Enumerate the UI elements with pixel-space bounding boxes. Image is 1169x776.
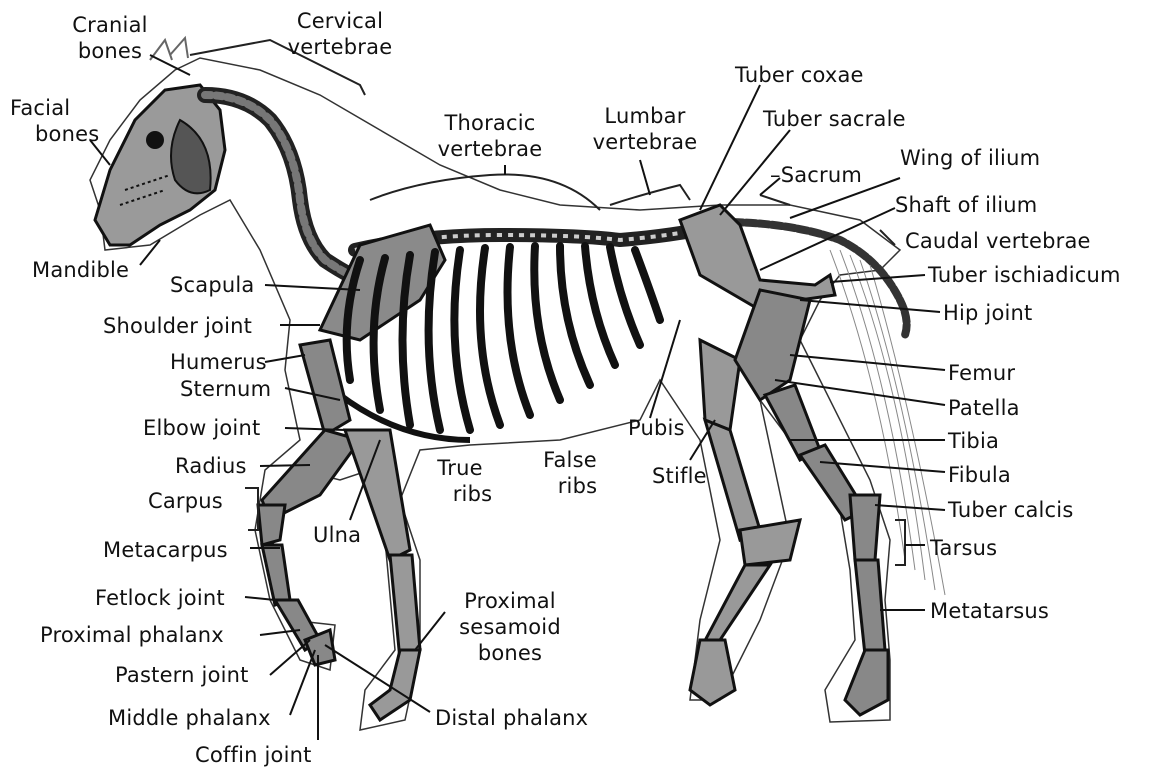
label-fibula: Fibula: [948, 462, 1011, 488]
label-line: Cranial: [50, 12, 170, 38]
label-pastern-joint: Pastern joint: [115, 662, 249, 688]
label-wing-of-ilium: Wing of ilium: [900, 145, 1040, 171]
label-sacrum-text: Sacrum: [781, 163, 862, 187]
label-coffin-joint: Coffin joint: [195, 742, 312, 768]
cervical-vertebrae: [205, 95, 350, 275]
label-humerus: Humerus: [170, 349, 267, 375]
hindleg-near: [735, 290, 888, 715]
label-distal-phalanx: Distal phalanx: [435, 705, 588, 731]
label-cervical-vertebrae: Cervical vertebrae: [270, 8, 410, 60]
foreleg-far: [345, 430, 420, 720]
label-stifle: Stifle: [652, 463, 707, 489]
label-cranial-bones: Cranial bones: [50, 12, 170, 64]
label-patella: Patella: [948, 395, 1020, 421]
label-shaft-of-ilium: Shaft of ilium: [895, 192, 1037, 218]
label-line: bones: [440, 640, 580, 666]
label-facial-bones: Facial bones: [10, 95, 99, 147]
label-pubis: Pubis: [628, 415, 685, 441]
label-fetlock-joint: Fetlock joint: [95, 585, 225, 611]
tail-hair: [830, 250, 945, 595]
label-line: ribs: [425, 481, 495, 507]
label-sternum: Sternum: [180, 376, 271, 402]
label-line: bones: [50, 38, 170, 64]
label-tuber-sacrale: Tuber sacrale: [763, 106, 906, 132]
foreleg-near: [258, 340, 360, 665]
label-scapula: Scapula: [170, 272, 255, 298]
skull: [95, 38, 225, 245]
label-metacarpus: Metacarpus: [103, 537, 228, 563]
label-line: vertebrae: [270, 34, 410, 60]
label-true-ribs: True ribs: [425, 455, 495, 507]
label-proximal-sesamoid-bones: Proximal sesamoid bones: [440, 588, 580, 666]
label-line: vertebrae: [405, 136, 575, 162]
label-femur: Femur: [948, 360, 1015, 386]
label-line: Thoracic: [405, 110, 575, 136]
label-tibia: Tibia: [948, 428, 999, 454]
label-middle-phalanx: Middle phalanx: [108, 705, 271, 731]
label-caudal-vertebrae: Caudal vertebrae: [905, 228, 1091, 254]
label-tuber-calcis: Tuber calcis: [948, 497, 1073, 523]
label-line: bones: [10, 121, 99, 147]
label-mandible: Mandible: [32, 257, 129, 283]
label-line: vertebrae: [570, 129, 720, 155]
label-line: Facial: [10, 95, 99, 121]
label-hip-joint: Hip joint: [943, 300, 1033, 326]
label-radius: Radius: [175, 453, 247, 479]
label-metatarsus: Metatarsus: [930, 598, 1049, 624]
label-carpus: Carpus: [148, 488, 223, 514]
label-line: Lumbar: [570, 103, 720, 129]
label-tarsus: Tarsus: [930, 535, 997, 561]
label-line: Cervical: [270, 8, 410, 34]
label-false-ribs: False ribs: [530, 447, 610, 499]
label-line: True: [425, 455, 495, 481]
label-sacrum: –Sacrum: [770, 162, 862, 188]
label-shoulder-joint: Shoulder joint: [103, 313, 252, 339]
label-proximal-phalanx: Proximal phalanx: [40, 622, 224, 648]
label-tuber-ischiadicum: Tuber ischiadicum: [928, 262, 1121, 288]
label-elbow-joint: Elbow joint: [143, 415, 260, 441]
label-line: sesamoid: [440, 614, 580, 640]
label-line: False: [530, 447, 610, 473]
label-line: Proximal: [440, 588, 580, 614]
label-thoracic-vertebrae: Thoracic vertebrae: [405, 110, 575, 162]
label-tuber-coxae: Tuber coxae: [735, 62, 864, 88]
label-lumbar-vertebrae: Lumbar vertebrae: [570, 103, 720, 155]
label-line: ribs: [530, 473, 610, 499]
label-ulna: Ulna: [313, 522, 361, 548]
